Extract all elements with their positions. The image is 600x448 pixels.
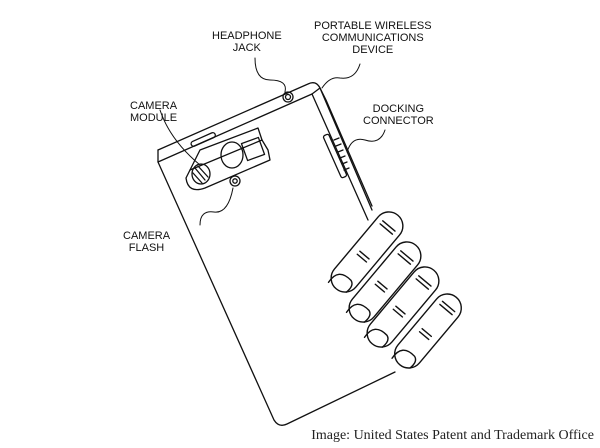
label-line: CAMERA [130,100,178,112]
label-line: PORTABLE WIRELESS [314,20,432,32]
label-line: DEVICE [352,44,394,56]
label-line: CAMERA [123,230,171,242]
leader-lines [159,57,386,226]
camera-module [185,127,271,191]
phone-body [157,82,396,426]
finger [327,211,404,293]
finger [391,293,462,369]
label-line: MODULE [130,112,178,124]
image-caption: Image: United States Patent and Trademar… [311,428,594,443]
label-line: CONNECTOR [363,115,434,127]
finger [363,266,440,348]
label-headphone-jack: HEADPHONE JACK [212,30,282,54]
label-line: COMMUNICATIONS [321,32,424,44]
hand [327,211,462,369]
label-camera-module: CAMERA MODULE [130,100,177,124]
label-line: DOCKING [372,103,425,115]
docking-connector-port [322,133,350,179]
label-device: PORTABLE WIRELESS COMMUNICATIONS DEVICE [314,20,432,56]
label-line: JACK [232,42,261,54]
finger [345,241,422,323]
label-line: HEADPHONE [212,30,282,42]
label-camera-flash: CAMERA FLASH [123,230,170,254]
label-docking-connector: DOCKING CONNECTOR [363,103,434,127]
label-line: FLASH [128,242,165,254]
